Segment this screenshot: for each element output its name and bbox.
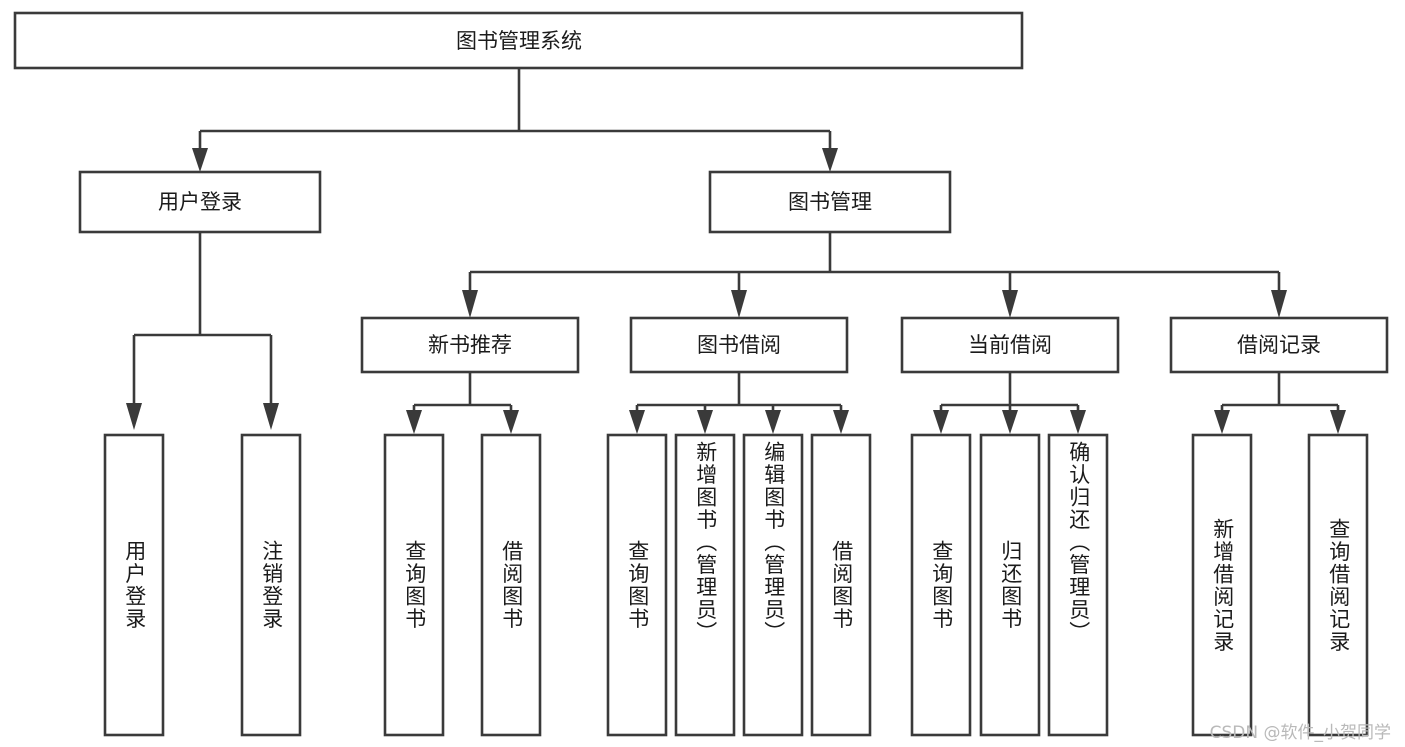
- leaf-box-borrow-record-0[interactable]: [1191, 433, 1253, 737]
- leaf-box-user-login-1[interactable]: [240, 433, 302, 737]
- leaf-box-book-borrow-0[interactable]: [606, 433, 668, 737]
- node-current-borrow[interactable]: 当前借阅: [900, 316, 1120, 374]
- node-book-management-label: 图书管理: [788, 190, 872, 214]
- leaf-box-current-borrow-2[interactable]: [1047, 433, 1109, 737]
- connector-root-to-level2: [192, 68, 838, 172]
- connector-borrowrecord-to-leaves: [1214, 372, 1346, 434]
- leaf-box-new-book-1[interactable]: [480, 433, 542, 737]
- connector-userlogin-to-leaves: [126, 232, 279, 430]
- node-root-label: 图书管理系统: [456, 29, 582, 53]
- leaf-box-borrow-record-1[interactable]: [1307, 433, 1369, 737]
- leaf-box-book-borrow-1[interactable]: [674, 433, 736, 737]
- node-book-borrow-label: 图书借阅: [697, 333, 781, 357]
- leaf-box-user-login-0[interactable]: [103, 433, 165, 737]
- leaf-box-current-borrow-0[interactable]: [910, 433, 972, 737]
- connector-newbook-to-leaves: [406, 372, 519, 434]
- node-book-management[interactable]: 图书管理: [708, 170, 952, 234]
- leaf-box-current-borrow-1[interactable]: [979, 433, 1041, 737]
- node-book-borrow[interactable]: 图书借阅: [629, 316, 849, 374]
- node-user-login[interactable]: 用户登录: [78, 170, 322, 234]
- node-new-book-recommend-label: 新书推荐: [428, 333, 512, 357]
- node-new-book-recommend[interactable]: 新书推荐: [360, 316, 580, 374]
- watermark-text: CSDN @软件_小贺同学: [1209, 723, 1391, 743]
- node-root[interactable]: 图书管理系统: [13, 11, 1024, 70]
- leaf-box-book-borrow-2[interactable]: [742, 433, 804, 737]
- leaf-box-book-borrow-3[interactable]: [810, 433, 872, 737]
- node-borrow-record[interactable]: 借阅记录: [1169, 316, 1389, 374]
- node-current-borrow-label: 当前借阅: [968, 333, 1052, 357]
- leaf-box-new-book-0[interactable]: [383, 433, 445, 737]
- node-user-login-label: 用户登录: [158, 190, 242, 214]
- node-borrow-record-label: 借阅记录: [1237, 333, 1321, 357]
- connector-currentborrow-to-leaves: [933, 372, 1086, 434]
- connector-bookborrow-to-leaves: [629, 372, 849, 434]
- connector-bookmgmt-to-level3: [462, 232, 1287, 318]
